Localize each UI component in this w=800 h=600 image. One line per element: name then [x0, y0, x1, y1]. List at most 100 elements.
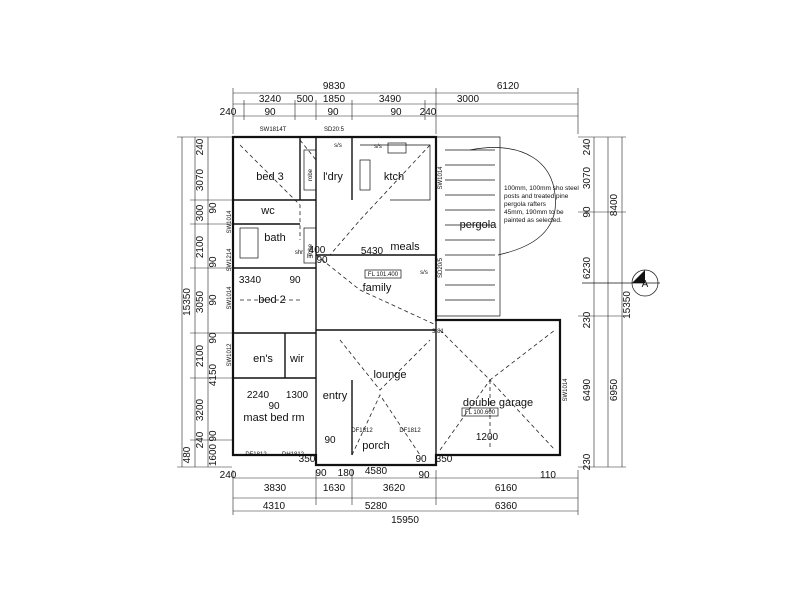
- dim-bottom-1: 6160: [495, 483, 518, 494]
- dimension-lines: [177, 88, 660, 515]
- dim-top-row2: 3240: [259, 94, 282, 105]
- dim-right: 3070: [582, 166, 593, 189]
- floor-level-family: FL 101.400: [368, 272, 399, 278]
- window-label: DF1812: [245, 452, 267, 458]
- room-family: family: [363, 282, 392, 294]
- floor-level-garage: FL 100.600: [465, 410, 496, 416]
- section-marker: A: [642, 279, 649, 290]
- dim-left-90: 90: [208, 332, 219, 344]
- shower-label: shr: [295, 250, 303, 256]
- room-bath: bath: [264, 232, 285, 244]
- window-label: SW1814T: [260, 127, 287, 133]
- dim-top-row2: 500: [297, 94, 314, 105]
- room-bed2: bed 2: [258, 294, 286, 306]
- window-label: SW1214: [227, 248, 233, 272]
- dim-left: 4150: [208, 363, 219, 386]
- pergola-note: 100mm, 100mm sho steel: [504, 185, 579, 192]
- dim-interior: 1300: [286, 390, 309, 401]
- dim-left-90: 90: [208, 294, 219, 306]
- window-label: SW1014: [227, 210, 233, 234]
- room-ens: en's: [253, 353, 273, 365]
- dim-interior: 90: [415, 454, 427, 465]
- window-label: SW1014: [563, 378, 569, 402]
- window-label: DF1812: [399, 428, 421, 434]
- dim-right-outer: 15350: [622, 291, 633, 319]
- dim-bottom-2: 6360: [495, 501, 518, 512]
- window-label: SW1012: [227, 343, 233, 367]
- dim-top-overall-1: 9830: [323, 81, 346, 92]
- dim-top-row2: 240: [420, 107, 437, 118]
- room-entry: entry: [323, 390, 348, 402]
- room-wc: wc: [260, 205, 275, 217]
- dim-bottom-1: 3620: [383, 483, 406, 494]
- dim-interior: 4580: [365, 466, 388, 477]
- dim-left-90: 90: [208, 256, 219, 268]
- dim-left: 2100: [195, 344, 206, 367]
- ss-label: s/s: [420, 270, 428, 276]
- pergola-note: posts and treated pine: [504, 193, 569, 200]
- dim-interior: 180: [338, 468, 355, 479]
- dim-left: 300: [195, 204, 206, 221]
- dim-left: 2100: [195, 235, 206, 258]
- room-porch: porch: [362, 440, 390, 452]
- dim-right: 230: [582, 453, 593, 470]
- dim-interior: 90: [315, 468, 327, 479]
- dim-bottom-1: 240: [220, 470, 237, 481]
- room-ktch: ktch: [384, 171, 404, 183]
- dim-bottom-overall: 15950: [391, 515, 419, 526]
- dim-right: 240: [582, 138, 593, 155]
- dim-right: 90: [582, 206, 593, 218]
- room-mast-bed: mast bed rm: [243, 412, 304, 424]
- window-label: DH1812: [282, 452, 305, 458]
- dim-left-90: 90: [208, 430, 219, 442]
- dim-top-row3: 90: [327, 107, 339, 118]
- dim-left: 3200: [195, 398, 206, 421]
- dim-interior: 350: [436, 454, 453, 465]
- pergola-note: 45mm, 190mm to be: [504, 209, 564, 216]
- dim-left: 240: [195, 431, 206, 448]
- ss-label: s/s: [374, 144, 382, 150]
- dim-interior: 400: [309, 245, 326, 256]
- dim-top-row3: 90: [390, 107, 402, 118]
- ss-label: s/s: [334, 143, 342, 149]
- window-label: SW1014: [227, 286, 233, 310]
- dim-interior: 90: [289, 275, 301, 286]
- room-wir: wir: [289, 353, 304, 365]
- dim-right: 6230: [582, 256, 593, 279]
- dim-right: 230: [582, 311, 593, 328]
- room-garage: double garage: [463, 397, 533, 409]
- dim-top-row2: 240: [220, 107, 237, 118]
- dim-bottom-1: 3830: [264, 483, 287, 494]
- window-label: SW1014: [438, 166, 444, 190]
- room-bed3: bed 3: [256, 171, 284, 183]
- dim-bottom-1: 1630: [323, 483, 346, 494]
- dim-interior: 350: [299, 454, 316, 465]
- dim-right-outer: 6950: [609, 378, 620, 401]
- pergola-note: painted as selected.: [504, 217, 562, 224]
- dim-left-outer: 480: [182, 446, 193, 463]
- dimension-texts: 9830 6120 240 3240 500 1850 3490 240 300…: [182, 81, 633, 526]
- window-label: DF1812: [351, 428, 373, 434]
- dim-left-90: 90: [208, 202, 219, 214]
- room-lounge: lounge: [373, 369, 406, 381]
- room-meals: meals: [390, 241, 420, 253]
- dim-left-outer: 15350: [182, 288, 193, 316]
- dim-top-row2: 3000: [457, 94, 480, 105]
- dim-left: 240: [195, 138, 206, 155]
- dim-bottom-2: 5280: [365, 501, 388, 512]
- walls: [231, 135, 562, 467]
- dim-left: 3070: [195, 168, 206, 191]
- dim-bottom-2: 4310: [263, 501, 286, 512]
- dim-interior: 2240: [247, 390, 270, 401]
- dim-top-row3: 90: [264, 107, 276, 118]
- window-label: SD20:5: [324, 127, 345, 133]
- window-label: SD20/5: [438, 257, 444, 278]
- robe-label: robe: [308, 243, 314, 256]
- dim-top-row2: 1850: [323, 94, 346, 105]
- dim-interior: 90: [324, 435, 336, 446]
- dim-interior: 3340: [239, 275, 262, 286]
- dim-right: 6490: [582, 378, 593, 401]
- dim-bottom-1: 110: [540, 470, 556, 481]
- dim-interior: 1200: [476, 432, 499, 443]
